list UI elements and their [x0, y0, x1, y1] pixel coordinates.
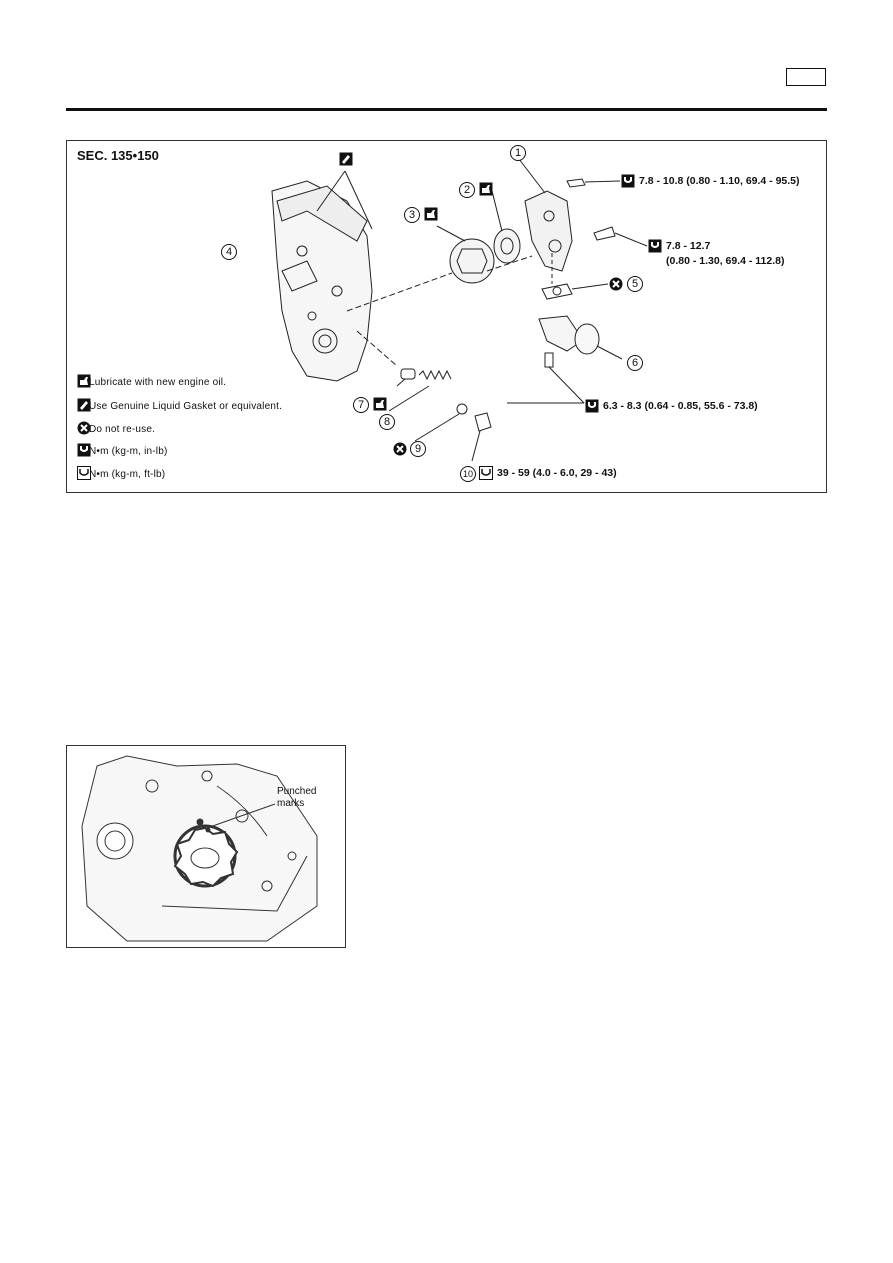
torque-in-lb-icon: [585, 399, 599, 413]
callout-6: 6: [627, 355, 643, 371]
liquid-gasket-icon: [339, 152, 353, 166]
callout-4: 4: [221, 244, 237, 260]
exploded-drawing: [271, 158, 648, 462]
callout-1: 1: [510, 145, 526, 161]
torque-lower-bolt-line1: 7.8 - 12.7: [666, 240, 711, 252]
punched-marks-illustration: Punched marks: [66, 745, 346, 948]
callout-3: 3: [404, 207, 420, 223]
torque-in-lb-icon: [621, 174, 635, 188]
oil-can-icon: [77, 374, 91, 388]
torque-in-lb-icon: [77, 443, 91, 457]
callout-2: 2: [459, 182, 475, 198]
do-not-reuse-icon: [77, 421, 91, 435]
liquid-gasket-icon: [77, 398, 91, 412]
header-rule: [66, 108, 827, 111]
legend-text: : N•m (kg-m, in-lb): [83, 445, 168, 457]
torque-relief-plug: 39 - 59 (4.0 - 6.0, 29 - 43): [497, 467, 617, 479]
legend-row-liquid-gasket: : Use Genuine Liquid Gasket or equivalen…: [77, 398, 282, 414]
oil-can-icon: [479, 182, 493, 196]
oil-can-icon: [373, 397, 387, 411]
callout-8: 8: [379, 414, 395, 430]
legend-text: : Use Genuine Liquid Gasket or equivalen…: [83, 400, 283, 412]
do-not-reuse-icon: [609, 277, 623, 291]
torque-upper-bolt: 7.8 - 10.8 (0.80 - 1.10, 69.4 - 95.5): [639, 175, 800, 187]
section-label: SEC. 135•150: [77, 148, 159, 163]
callout-5: 5: [627, 276, 643, 292]
oil-pump-exploded-view: SEC. 135•150 1 2 3 4 5 6 7 8 9 10 7.8 - …: [66, 140, 827, 493]
engine-block-drawing: [81, 755, 318, 942]
page-number-box: [786, 68, 826, 86]
callout-7: 7: [353, 397, 369, 413]
legend-row-torque-ft-lb: : N•m (kg-m, ft-lb): [77, 466, 165, 482]
legend-text: : N•m (kg-m, ft-lb): [83, 468, 166, 480]
legend-row-lubricate: : Lubricate with new engine oil.: [77, 374, 226, 390]
punched-marks-label: Punched marks: [277, 786, 337, 810]
legend-text: : Do not re-use.: [83, 423, 156, 435]
callout-9: 9: [410, 441, 426, 457]
torque-ft-lb-icon: [77, 466, 91, 480]
torque-lower-bolt-line2: (0.80 - 1.30, 69.4 - 112.8): [666, 255, 785, 267]
do-not-reuse-icon: [393, 442, 407, 456]
torque-in-lb-icon: [648, 239, 662, 253]
legend-text: : Lubricate with new engine oil.: [83, 376, 227, 388]
punched-marks-label-line1: Punched: [277, 786, 317, 797]
legend-row-do-not-reuse: : Do not re-use.: [77, 421, 155, 437]
legend-row-torque-in-lb: : N•m (kg-m, in-lb): [77, 443, 168, 459]
oil-can-icon: [424, 207, 438, 221]
callout-10: 10: [460, 466, 476, 482]
torque-strainer-bolt: 6.3 - 8.3 (0.64 - 0.85, 55.6 - 73.8): [603, 400, 758, 412]
torque-ft-lb-icon: [479, 466, 493, 480]
punched-marks-label-line2: marks: [277, 798, 305, 809]
